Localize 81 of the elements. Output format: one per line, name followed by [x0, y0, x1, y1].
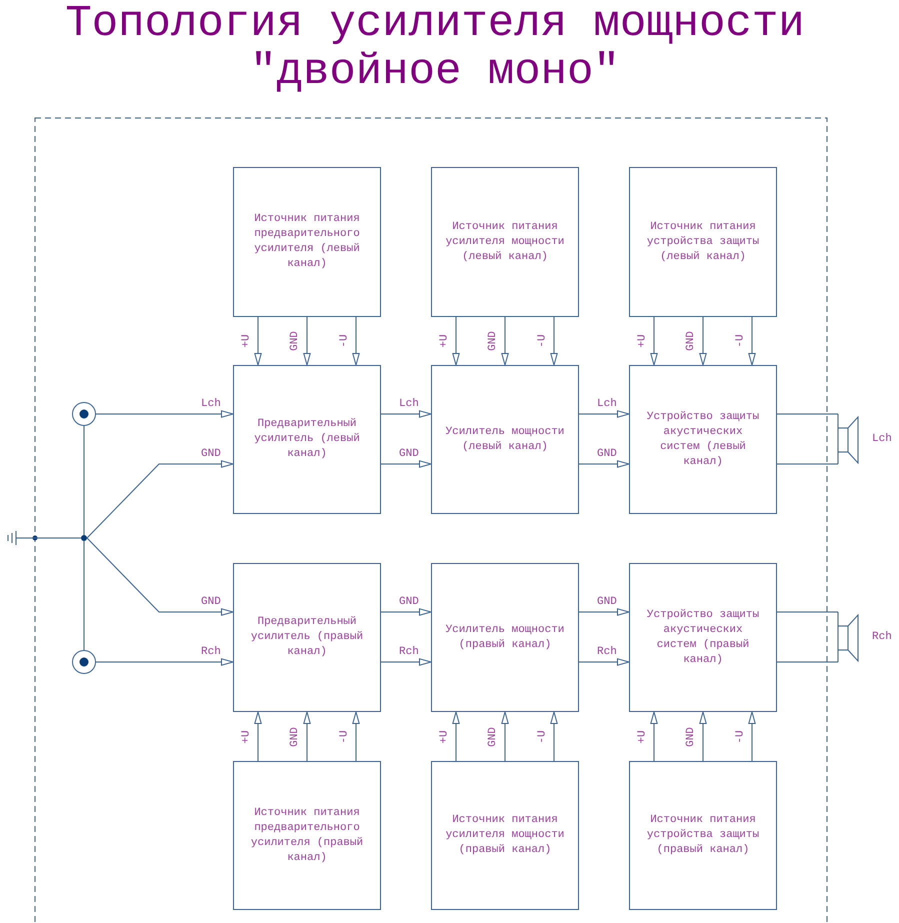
speaker-icon [838, 414, 858, 464]
speaker-icon [838, 612, 858, 662]
arrow [380, 410, 432, 418]
arrow [578, 410, 630, 418]
diagram-title: Топология усилителя мощности "двойное моно" [64, 0, 806, 96]
edge-label: GND [201, 448, 221, 460]
block-box: Усилитель мощности (левый канал) [431, 365, 579, 514]
arrow [380, 608, 432, 616]
arrow [452, 712, 460, 762]
arrow [650, 712, 658, 762]
block-box: Источник питания предварительного усилителя (левый канал) [233, 167, 381, 317]
block-box: Источник питания устройства защиты (правый канал) [629, 761, 777, 910]
block-box: Источник питания предварительного усилителя (правый канал) [233, 761, 381, 910]
arrow [86, 460, 234, 538]
arrow [86, 538, 234, 616]
edge-label: Lch [201, 398, 221, 410]
block-box: Источник питания усилителя мощности (левый канал) [431, 167, 579, 317]
arrow [550, 712, 558, 762]
edge-label: GND [399, 448, 419, 460]
edge-label: GND [597, 448, 617, 460]
edge-label: Rch [399, 646, 419, 658]
block-box: Устройство защиты акустических систем (левый канал) [629, 365, 777, 514]
edge-label: GND [597, 596, 617, 608]
arrow [699, 316, 707, 366]
arrow [452, 316, 460, 366]
arrow [748, 712, 756, 762]
arrow [254, 712, 262, 762]
edge-label: GND [486, 726, 499, 746]
arrow [748, 316, 756, 366]
junction-dot [81, 535, 87, 541]
edge-label: Rch [597, 646, 617, 658]
block-box: Устройство защиты акустических систем (правый канал) [629, 563, 777, 712]
channel-label: Lch [872, 433, 892, 445]
arrow [380, 460, 432, 468]
arrow [501, 316, 509, 366]
arrow [380, 658, 432, 666]
arrow [352, 712, 360, 762]
arrow [303, 316, 311, 366]
edge-label: +U [636, 730, 648, 744]
edge-label: GND [684, 726, 697, 746]
ground-symbol [6, 528, 20, 548]
edge-label: -U [734, 334, 746, 348]
edge-label: GND [486, 331, 499, 351]
block-box: Источник питания устройства защиты (левый канал) [629, 167, 777, 317]
arrow [550, 316, 558, 366]
edge-label: GND [684, 331, 697, 351]
edge-label: Lch [597, 398, 617, 410]
edge-label: -U [536, 730, 548, 744]
edge-label: +U [438, 334, 450, 348]
arrow [303, 712, 311, 762]
arrow [352, 316, 360, 366]
edge-label: -U [734, 730, 746, 744]
jack-socket [72, 650, 96, 674]
block-box: Предварительный усилитель (левый канал) [233, 365, 381, 514]
edge-label: +U [240, 730, 252, 744]
edge-label: GND [399, 596, 419, 608]
channel-label: Rch [872, 631, 892, 643]
block-box: Источник питания усилителя мощности (правый канал) [431, 761, 579, 910]
arrow [650, 316, 658, 366]
block-box: Усилитель мощности (правый канал) [431, 563, 579, 712]
arrow [578, 460, 630, 468]
edge-label: +U [438, 730, 450, 744]
block-box: Предварительный усилитель (правый канал) [233, 563, 381, 712]
arrow [578, 658, 630, 666]
edge-label: -U [338, 334, 350, 348]
edge-label: +U [636, 334, 648, 348]
arrow [96, 410, 234, 418]
edge-label: Lch [399, 398, 419, 410]
edge-label: GND [288, 726, 301, 746]
edge-label: Rch [201, 646, 221, 658]
arrow [699, 712, 707, 762]
edge-label: -U [536, 334, 548, 348]
arrow [578, 608, 630, 616]
arrow [501, 712, 509, 762]
edge-label: +U [240, 334, 252, 348]
jack-socket [72, 402, 96, 426]
arrow [96, 658, 234, 666]
arrow [254, 316, 262, 366]
edge-label: GND [288, 331, 301, 351]
edge-label: GND [201, 596, 221, 608]
edge-label: -U [338, 730, 350, 744]
